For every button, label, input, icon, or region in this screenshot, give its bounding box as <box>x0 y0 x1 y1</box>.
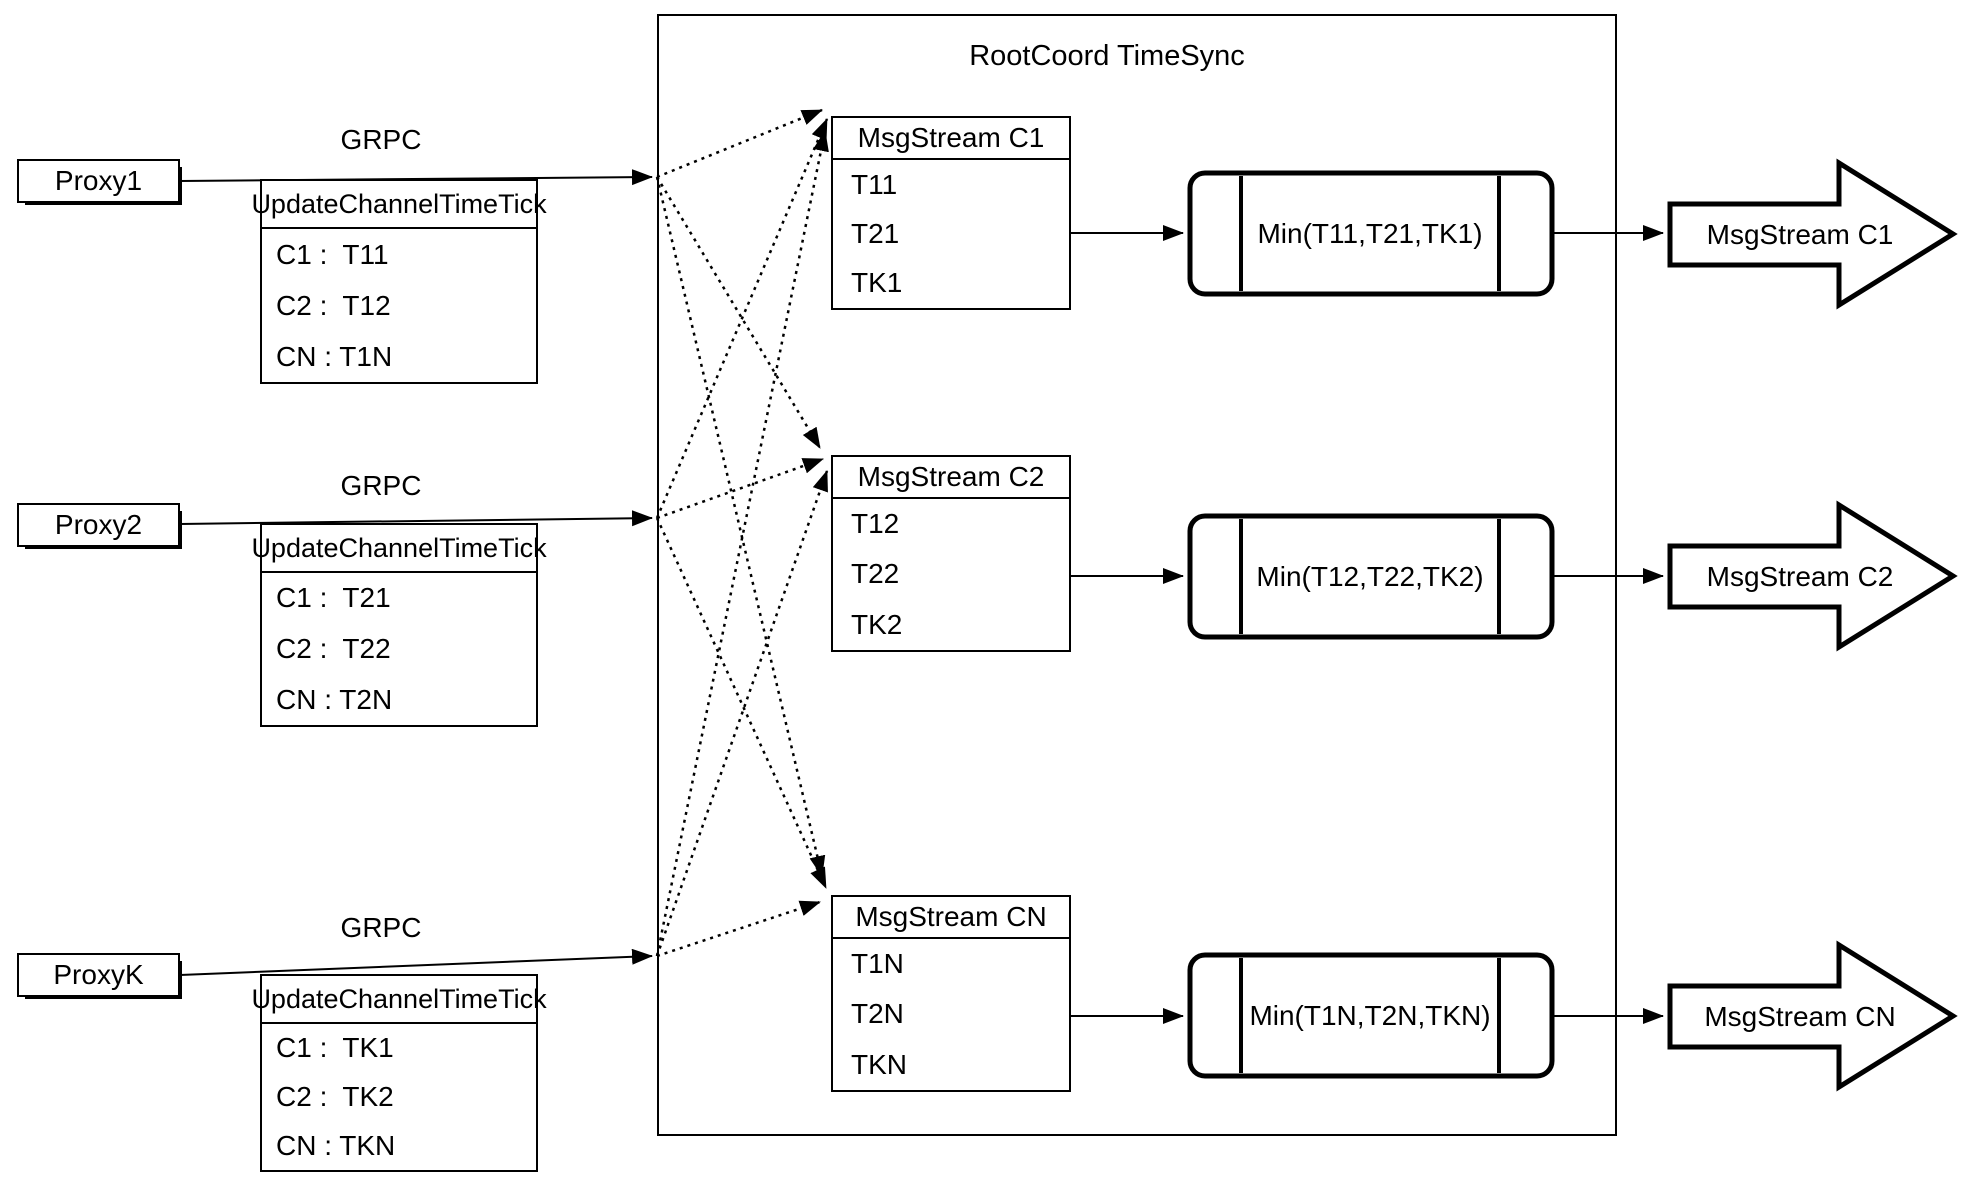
timestamp-row: T2N <box>851 998 904 1030</box>
timestamp-row: T12 <box>851 508 900 540</box>
timetick-row: C1 : T11 <box>276 238 389 270</box>
msgstream-table-c1-header: MsgStream C1 <box>833 118 1069 160</box>
timestamp-row: TK1 <box>851 267 903 299</box>
fanout-proxy1-c1 <box>656 108 823 179</box>
grpc-line-proxy2 <box>179 510 653 527</box>
diagram-title: RootCoord TimeSync <box>969 40 1245 72</box>
grpc-line-proxyk <box>179 948 653 976</box>
timetick-row: CN : T2N <box>276 683 393 715</box>
fanout-proxy1-c2 <box>655 176 822 449</box>
proxyk-box: ProxyK <box>17 953 180 997</box>
timetick-table-proxy1: UpdateChannelTimeTick C1 : T11 C2 : T12 … <box>251 179 547 384</box>
msgstream-table-c1: MsgStream C1 T11 T21 TK1 <box>831 116 1071 310</box>
timestamp-row: T21 <box>851 217 900 249</box>
msgstream-table-c2: MsgStream C2 T12 T22 TK2 <box>831 455 1071 652</box>
min-label-c2: Min(T12,T22,TK2) <box>1256 560 1484 592</box>
timestamp-row: T1N <box>851 948 904 980</box>
timetick-row: CN : T1N <box>276 340 393 372</box>
timetick-table-proxyk: UpdateChannelTimeTick C1 : TK1 C2 : TK2 … <box>251 974 547 1172</box>
timetick-table-proxy1-header: UpdateChannelTimeTick <box>251 181 547 229</box>
proxy1-label: Proxy1 <box>54 165 143 196</box>
timetick-table-proxyk-header: UpdateChannelTimeTick <box>251 976 547 1024</box>
min-label-c1: Min(T11,T21,TK1) <box>1257 217 1483 249</box>
min-shape-c2 <box>1187 513 1555 640</box>
fanout-proxyk-c2 <box>655 470 829 957</box>
output-arrow-c2 <box>1667 500 1958 652</box>
proxy2-box: Proxy2 <box>17 503 180 547</box>
timestamp-row: TKN <box>851 1048 907 1080</box>
timetick-row: CN : TKN <box>276 1129 396 1161</box>
output-arrow-c1-label: MsgStream C1 <box>1706 218 1894 250</box>
timestamp-row: TK2 <box>851 608 903 640</box>
msgstream-table-c2-header: MsgStream C2 <box>833 457 1069 499</box>
min-label-cn: Min(T1N,T2N,TKN) <box>1249 999 1491 1031</box>
fanout-proxy2-cn <box>655 517 828 889</box>
timestamp-row: T22 <box>851 558 900 590</box>
timestamp-row: T11 <box>851 168 898 200</box>
output-arrow-cn-label: MsgStream CN <box>1704 1000 1896 1032</box>
output-arrow-cn <box>1667 940 1958 1092</box>
timetick-row: C2 : T22 <box>276 633 391 664</box>
output-arrow-c1 <box>1667 158 1958 310</box>
min-shape-cn <box>1187 952 1555 1079</box>
min-shape-c1 <box>1187 170 1555 297</box>
msgstream-table-cn-header: MsgStream CN <box>833 897 1069 939</box>
fanout-proxy2-c1 <box>655 118 829 519</box>
proxy2-label: Proxy2 <box>54 509 143 540</box>
timetick-table-proxy2: UpdateChannelTimeTick C1 : T21 C2 : T22 … <box>251 523 547 727</box>
proxyk-label: ProxyK <box>53 959 144 990</box>
output-arrow-c2-label: MsgStream C2 <box>1706 560 1894 592</box>
grpc-label-1: GRPC <box>340 124 422 155</box>
timetick-row: C2 : T12 <box>276 289 391 321</box>
timetick-row: C1 : TK1 <box>276 1032 394 1064</box>
timetick-row: C2 : TK2 <box>276 1081 394 1112</box>
grpc-label-2: GRPC <box>340 470 422 501</box>
grpc-label-3: GRPC <box>340 912 422 943</box>
fanout-proxy1-cn <box>655 176 826 877</box>
fanout-proxy2-c2 <box>656 457 824 520</box>
proxy1-box: Proxy1 <box>17 159 180 203</box>
timetick-row: C1 : T21 <box>276 582 391 614</box>
timetick-table-proxy2-header: UpdateChannelTimeTick <box>251 525 547 573</box>
msgstream-table-cn: MsgStream CN T1N T2N TKN <box>831 895 1071 1092</box>
fanout-proxyk-cn <box>656 900 821 958</box>
